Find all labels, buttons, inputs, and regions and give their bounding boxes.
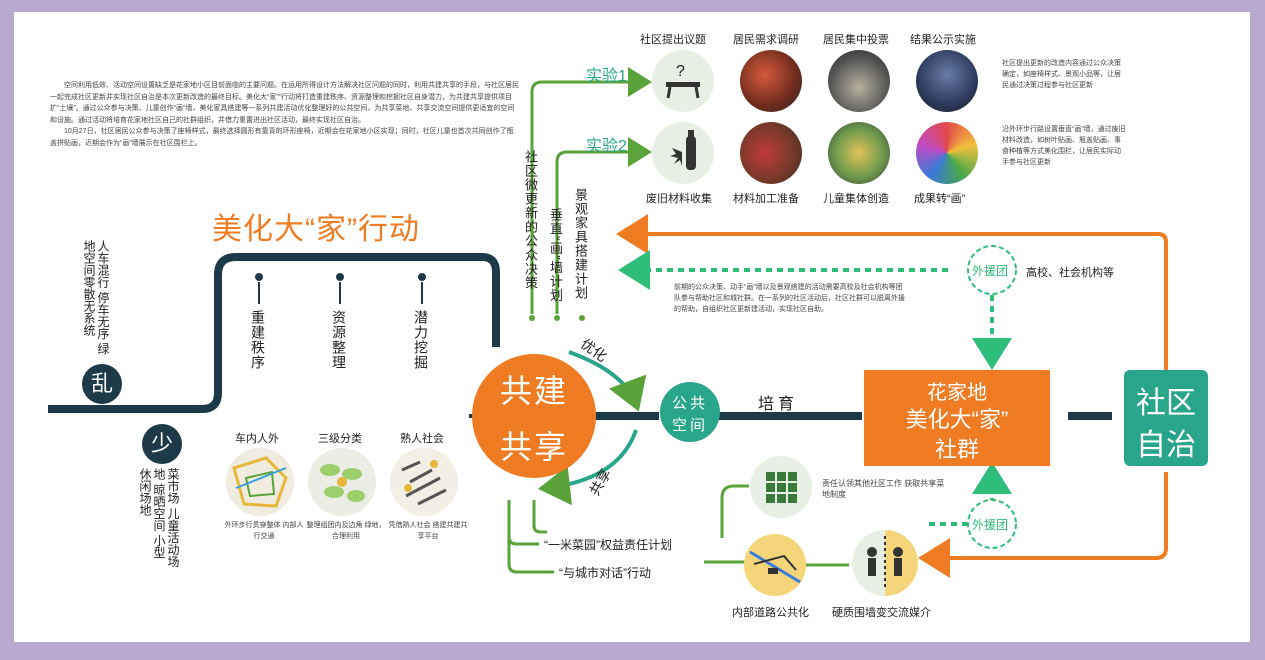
community-line1: 花家地 xyxy=(927,382,987,404)
action-rebuild-order: 重建秩序 xyxy=(250,310,266,370)
intro-text: 空间利用低效、活动空间设置缺乏是花家地小区目前面临的主要问题。在运用所得设计方法… xyxy=(50,80,520,149)
core-line1: 共建 xyxy=(499,373,568,409)
external-circle-top xyxy=(967,245,1017,295)
autonomy-box: 社区 自治 xyxy=(1124,370,1208,466)
photo-materials xyxy=(740,122,802,184)
bottom-plan-vegetable: “一米菜园”权益责任计划 xyxy=(544,538,672,552)
community-line3: 社群 xyxy=(934,437,979,462)
diagram-lines xyxy=(48,67,1168,578)
intro-para1: 空间利用低效、活动空间设置缺乏是花家地小区目前面临的主要问题。在运用所得设计方法… xyxy=(50,82,519,124)
few-text: 菜市场 儿童活动场地 晾晒空间 小型休闲场地 xyxy=(138,468,180,568)
photo-result xyxy=(916,50,978,112)
map-icon-neighbors xyxy=(390,448,458,516)
orange-feedback-loop xyxy=(616,214,1168,384)
experiment2-line xyxy=(555,137,652,314)
chaos-text: 人车混行 停车无序 绿地空间零散无系统 xyxy=(82,240,110,355)
public-space-line2: 空间 xyxy=(671,417,708,434)
experiment2-desc: 沿外环步行路设置垂直“画”墙，通过废旧材料改造，如树叶贴画、瓶盖贴画、事食种植等… xyxy=(1002,126,1126,166)
exp2-step2: 材料加工准备 xyxy=(733,193,799,205)
experiment2-label: 实验2 xyxy=(586,138,627,155)
road-map-icon xyxy=(744,534,806,596)
fence-people-icon xyxy=(852,530,918,596)
bottle-leaf-icon xyxy=(652,122,714,184)
experiment1-label: 实验1 xyxy=(586,68,627,85)
action-caption-1: 车内人外 xyxy=(235,433,279,445)
map-icon-resources xyxy=(308,448,376,516)
bottom-plan-city-dialogue: “与城市对话”行动 xyxy=(559,566,651,580)
navy-track xyxy=(48,253,500,413)
responsibility-desc: 责任认领其他社区工作 获取共享菜地制度 xyxy=(822,479,945,499)
cultivate-label: 培育 xyxy=(758,396,799,413)
external-label-top: 外援团 xyxy=(972,264,1009,278)
core-co-build-share: 共建 共享 xyxy=(472,354,596,478)
question-bench-icon: ? xyxy=(652,50,714,112)
plan-vertical-wall: 垂直“画”墙计划 xyxy=(548,208,563,303)
autonomy-line2: 自治 xyxy=(1136,429,1196,462)
exp1-step3: 居民集中投票 xyxy=(823,34,889,46)
diagram-canvas: 空间利用低效、活动空间设置缺乏是花家地小区目前面临的主要问题。在运用所得设计方法… xyxy=(14,12,1250,642)
public-space-circle: 公共 空间 xyxy=(660,382,720,442)
optimize-arc xyxy=(568,350,647,412)
photo-children xyxy=(828,122,890,184)
community-line2: 美化大“家” xyxy=(905,407,1009,432)
chaos-badge: 乱 xyxy=(82,364,122,404)
share-arc xyxy=(538,429,638,506)
action-resource-sort: 资源整理 xyxy=(331,310,347,370)
vegetable-grid-icon xyxy=(750,456,812,518)
action-desc-3: 凭借熟人社会 搭建共建共享平台 xyxy=(388,522,468,540)
plan-public-decision: 社区微更新的公众决策 xyxy=(523,150,538,290)
orange-lower-loop xyxy=(918,472,1168,578)
photo-painting xyxy=(916,122,978,184)
photo-voting xyxy=(828,50,890,112)
institutions-label: 高校、社会机构等 xyxy=(1026,267,1114,279)
action-desc-2: 整理组团内及边角 绿地，合理利用 xyxy=(306,522,386,540)
external-label-bottom: 外援团 xyxy=(972,518,1009,532)
bottom-plan-line2 xyxy=(532,500,547,534)
photo-survey xyxy=(740,50,802,112)
experiment1-desc: 社区提出更新的改造内容通过公众决策确定，如座椅样式、景观小品等，让居民通过决策过… xyxy=(1002,60,1121,89)
experiment1-line xyxy=(530,67,652,314)
core-line2: 共享 xyxy=(499,429,568,465)
action-caption-3: 熟人社会 xyxy=(400,433,444,445)
action-desc-1: 外环步行贯穿整体 内部人行交通 xyxy=(224,522,304,540)
fence-label: 硬质围墙变交流媒介 xyxy=(832,607,931,619)
external-circle-bottom xyxy=(967,499,1017,549)
road-label: 内部道路公共化 xyxy=(732,607,809,619)
main-title: 美化大“家”行动 xyxy=(212,213,420,246)
exp1-step2: 居民需求调研 xyxy=(733,34,799,46)
autonomy-line1: 社区 xyxy=(1136,387,1196,420)
exp2-step4: 成果转“画” xyxy=(914,193,966,205)
exp2-step3: 儿童集体创造 xyxy=(823,193,889,205)
plan-landscape-furniture: 景观家具搭建计划 xyxy=(573,188,588,300)
action-potential-dig: 潜力挖掘 xyxy=(413,310,429,370)
exp1-step1: 社区提出议题 xyxy=(640,34,706,46)
intro-para2: 10月27日，社区居民公众参与决策了座椅样式，最终选择圆形有靠背的环形座椅，近期… xyxy=(50,128,514,147)
community-box: 花家地 美化大“家” 社群 xyxy=(864,370,1050,466)
external-desc: 前期的公众决策、动手“画”墙以及景观搭建的活动需要高校及社会机构等团队参与帮助社… xyxy=(674,284,905,313)
exp1-step4: 结果公示实施 xyxy=(910,34,976,46)
public-space-line1: 公共 xyxy=(671,395,708,412)
few-badge: 少 xyxy=(142,424,182,464)
map-icon-traffic xyxy=(226,448,294,516)
svg-text:?: ? xyxy=(676,63,685,80)
exp2-step1: 废旧材料收集 xyxy=(646,193,712,205)
action-caption-2: 三级分类 xyxy=(318,433,362,445)
